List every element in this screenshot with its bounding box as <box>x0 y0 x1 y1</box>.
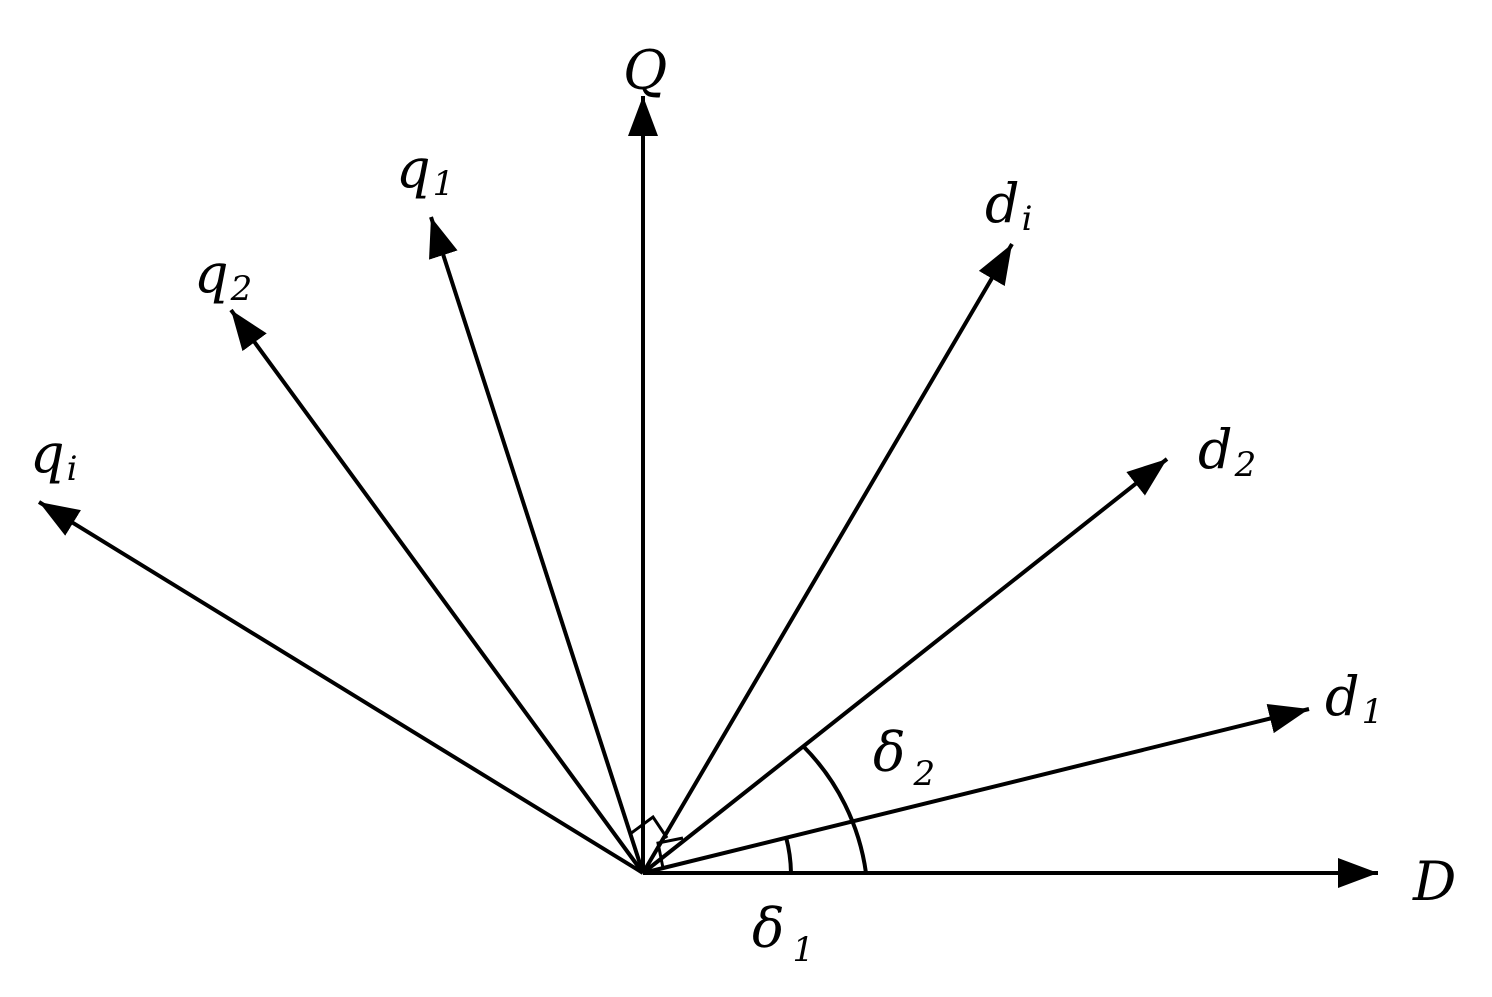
label-d2-axis: d2 <box>1198 418 1256 485</box>
label-q-axis: Q <box>623 39 667 102</box>
axis-q2-vector <box>229 308 645 875</box>
label-d1-axis: d1 <box>1325 665 1383 732</box>
label-di-axis: di <box>985 172 1032 239</box>
axis-d1-vector <box>642 703 1310 875</box>
right-angle-marker-1 <box>656 836 684 869</box>
axis-qi-vector <box>37 500 645 875</box>
angle-delta1-arc <box>784 836 793 874</box>
right-angle-marker-2 <box>629 814 669 839</box>
angle-delta2-arc <box>801 744 868 874</box>
axis-d2-vector <box>641 457 1169 875</box>
axis-di-vector <box>641 242 1014 875</box>
label-q1-axis: q1 <box>396 137 454 204</box>
axis-q1-vector <box>429 216 645 874</box>
label-q2-axis: q2 <box>194 242 252 309</box>
label-qi-axis: qi <box>30 422 77 489</box>
label-d-axis: D <box>1412 850 1456 913</box>
